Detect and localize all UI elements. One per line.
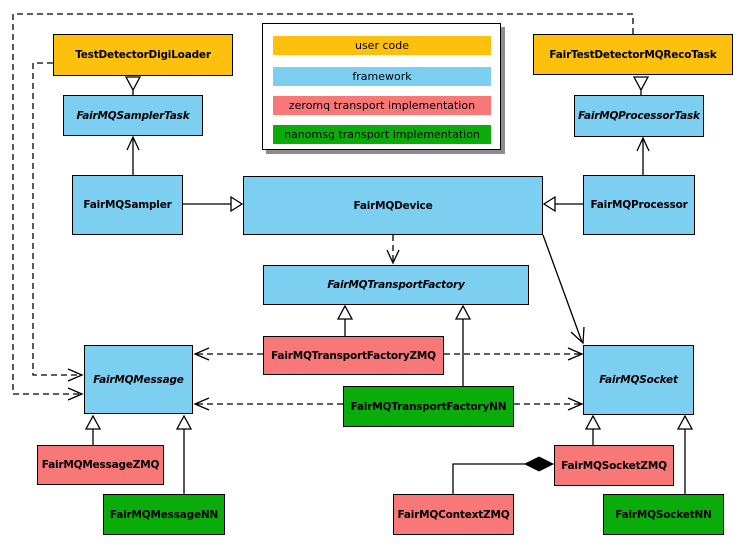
node-fairmqcontextzmq: FairMQContextZMQ (393, 494, 514, 535)
node-label: FairMQTransportFactoryNN (350, 400, 507, 413)
rel-contextzmq-socketzmq (452, 456, 555, 494)
rel-device-socket (542, 234, 585, 345)
node-fairmqtransportfactoryzmq: FairMQTransportFactoryZMQ (263, 336, 444, 375)
node-fairmqmessagezmq: FairMQMessageZMQ (37, 445, 164, 485)
node-fairmqsamplertask: FairMQSamplerTask (63, 95, 203, 136)
node-testdetectordigiloader: TestDetectorDigiLoader (53, 34, 233, 76)
legend-item-user-code: user code (273, 36, 491, 55)
node-fairmqmessagenn: FairMQMessageNN (103, 494, 225, 535)
node-label: FairMQSampler (83, 199, 172, 211)
rel-sampler-device (183, 195, 244, 213)
node-label: FairMQProcessorTask (578, 110, 700, 122)
node-label: FairMQDevice (353, 199, 433, 212)
node-fairmqsocketzmq: FairMQSocketZMQ (554, 445, 674, 486)
rel-messagezmq-message (84, 414, 102, 445)
legend-item-framework: framework (273, 67, 491, 86)
rel-tfnn-message (193, 397, 343, 411)
node-fairmqsocketnn: FairMQSocketNN (603, 494, 724, 535)
rel-tfzmq-message (193, 347, 263, 361)
node-label: FairMQSocket (599, 374, 678, 386)
rel-device-transportfactory (386, 235, 400, 265)
node-label: FairMQMessageNN (109, 508, 219, 521)
node-fairmqsocket: FairMQSocket (583, 345, 694, 415)
rel-processor-processortask (636, 136, 650, 175)
node-fairmqtransportfactory: FairMQTransportFactory (263, 265, 529, 305)
node-label: FairMQProcessor (590, 199, 688, 211)
rel-tfzmq-socket (444, 347, 584, 361)
rel-tfzmq-transportfactory (336, 304, 354, 336)
node-label: FairMQSamplerTask (76, 109, 190, 122)
rel-socketnn-socket (676, 414, 694, 494)
node-fairmqtransportfactorynn: FairMQTransportFactoryNN (343, 386, 514, 427)
legend-label: zeromq transport implementation (288, 99, 476, 112)
legend-label: framework (352, 70, 412, 83)
legend-box: user code framework zeromq transport imp… (262, 23, 501, 150)
rel-tfnn-transportfactory (454, 304, 472, 386)
node-label: FairMQMessage (93, 373, 184, 386)
node-label: FairTestDetectorMQRecoTask (549, 48, 717, 61)
rel-tfnn-socket (514, 397, 584, 411)
node-label: FairMQSocketNN (615, 508, 712, 521)
rel-messagenn-message (175, 414, 193, 494)
node-label: FairMQTransportFactory (327, 279, 465, 291)
node-fairtestdetectormqrecotask: FairTestDetectorMQRecoTask (533, 34, 733, 75)
rel-digiloader-message (32, 62, 84, 382)
node-label: FairMQMessageZMQ (41, 459, 160, 471)
node-label: FairMQSocketZMQ (561, 459, 667, 472)
rel-sampler-samplertask (126, 135, 140, 175)
node-fairmqmessage: FairMQMessage (84, 345, 193, 414)
node-label: FairMQContextZMQ (397, 508, 510, 521)
rel-recotask-processortask (632, 76, 650, 95)
legend-item-nanomsg: nanomsg transport implementation (273, 125, 491, 144)
rel-digiloader-samplertask (124, 76, 142, 95)
node-fairmqprocessortask: FairMQProcessorTask (574, 95, 704, 137)
legend-item-zeromq: zeromq transport implementation (273, 96, 491, 115)
node-fairmqsampler: FairMQSampler (72, 175, 183, 235)
rel-socketzmq-socket (584, 414, 602, 445)
legend-label: nanomsg transport implementation (284, 128, 480, 141)
node-label: FairMQTransportFactoryZMQ (271, 349, 436, 362)
rel-processor-device (542, 195, 583, 213)
node-label: TestDetectorDigiLoader (75, 49, 211, 61)
legend-label: user code (354, 39, 410, 52)
node-fairmqdevice: FairMQDevice (243, 176, 543, 235)
node-fairmqprocessor: FairMQProcessor (583, 175, 695, 235)
rel-recotask-message (12, 13, 634, 401)
